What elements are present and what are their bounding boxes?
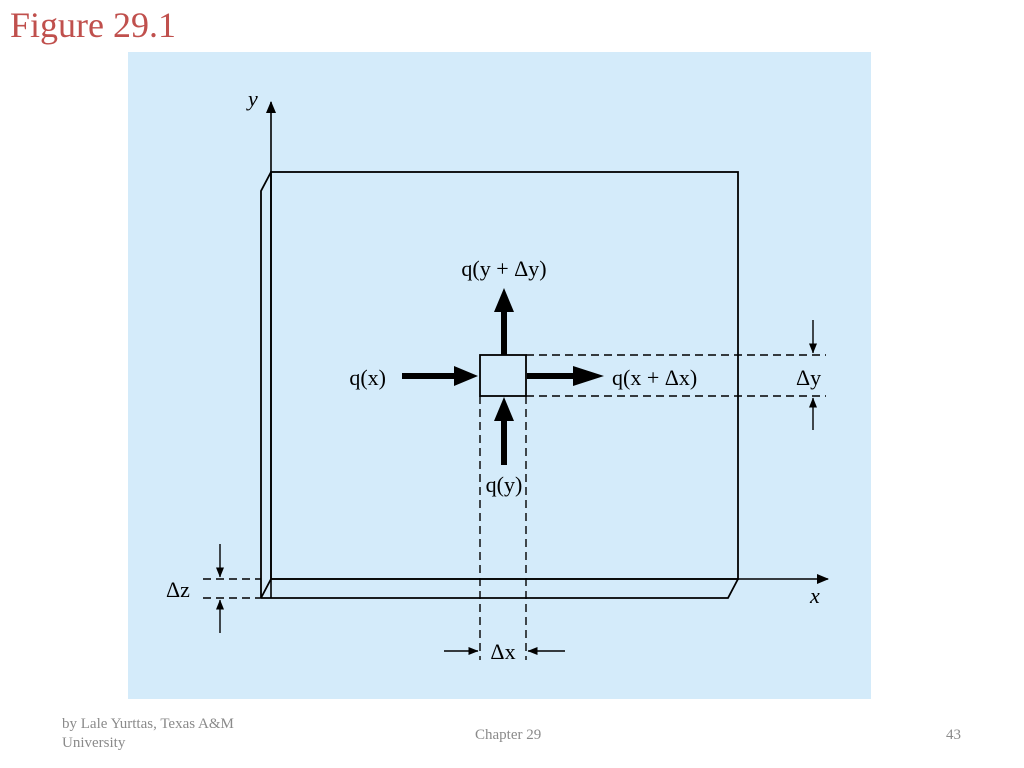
label-delta-z: Δz bbox=[166, 577, 190, 602]
footer-author: by Lale Yurttas, Texas A&M University bbox=[62, 716, 234, 751]
label-delta-x: Δx bbox=[490, 639, 515, 664]
arrow-q-y-plus bbox=[494, 288, 514, 355]
footer-page-number: 43 bbox=[946, 727, 961, 743]
plate-front-face bbox=[270, 171, 739, 580]
x-axis-label: x bbox=[809, 583, 820, 608]
arrow-q-x-plus bbox=[527, 366, 604, 386]
plate bbox=[260, 171, 739, 599]
plate-left-edge bbox=[260, 171, 272, 599]
label-q-y-plus-dy: q(y + Δy) bbox=[461, 256, 546, 281]
label-q-y: q(y) bbox=[486, 472, 523, 497]
figure-panel: y x q(y + Δy) q(x) q(x + Δx) q(y) Δy Δz … bbox=[128, 52, 871, 699]
label-delta-y: Δy bbox=[796, 365, 821, 390]
arrow-q-y bbox=[494, 397, 514, 465]
control-volume-element bbox=[479, 354, 527, 397]
plate-bottom-edge bbox=[261, 578, 739, 599]
flux-arrows bbox=[402, 288, 604, 465]
footer-chapter: Chapter 29 bbox=[475, 727, 542, 743]
label-q-x-plus-dx: q(x + Δx) bbox=[612, 365, 697, 390]
label-q-x: q(x) bbox=[349, 365, 386, 390]
dimension-arrows bbox=[216, 320, 817, 655]
slide-title: Figure 29.1 bbox=[10, 5, 176, 45]
heat-flow-diagram: y x q(y + Δy) q(x) q(x + Δx) q(y) Δy Δz … bbox=[166, 86, 829, 664]
arrow-q-x bbox=[402, 366, 478, 386]
y-axis-label: y bbox=[246, 86, 258, 111]
dimension-dashes bbox=[203, 354, 826, 660]
